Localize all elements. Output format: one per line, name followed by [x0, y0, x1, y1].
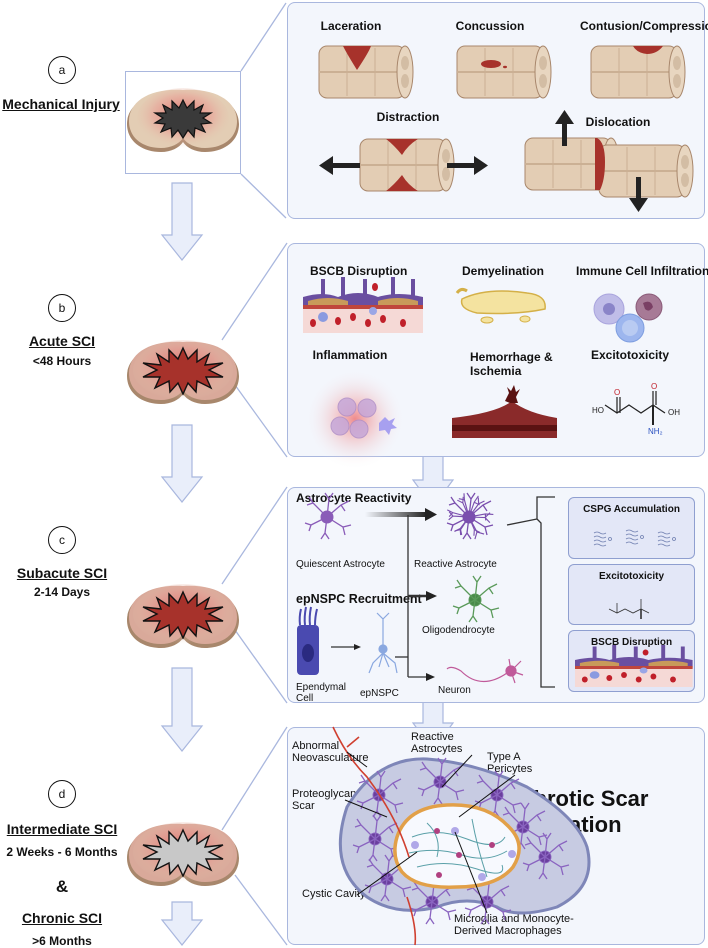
- flow-arrow-d-out: [160, 901, 204, 946]
- label-excitotoxicity: Excitotoxicity: [590, 348, 670, 362]
- glutamate-structure: [604, 391, 666, 425]
- stage-c-subtitle: 2-14 Days: [33, 585, 91, 599]
- stage-a-title: Mechanical Injury: [2, 96, 120, 112]
- force-arrows: [319, 110, 648, 212]
- reactive-astrocyte-cell: [441, 487, 500, 546]
- flow-arrow-b-c: [160, 424, 204, 503]
- label-reactive-astrocyte: Reactive Astrocyte: [414, 559, 497, 570]
- label-inflammation: Inflammation: [312, 348, 388, 362]
- label-concussion: Concussion: [455, 19, 525, 33]
- stage-c-title: Subacute SCI: [16, 565, 108, 581]
- lesion-chronic: [142, 828, 224, 878]
- glutamate-ho: HO: [592, 406, 604, 415]
- label-hemorrhage-ischemia: Hemorrhage & Ischemia: [470, 350, 553, 378]
- cylinder-dislocation-right: [598, 144, 694, 198]
- stage-b-title: Acute SCI: [28, 333, 96, 349]
- label-excitotoxicity-sub: Excitotoxicity: [598, 571, 665, 582]
- annot-type-a-pericytes: Type A Pericytes: [487, 751, 533, 775]
- label-quiescent-astrocyte: Quiescent Astrocyte: [296, 559, 385, 570]
- subpanel-excitotoxicity: Excitotoxicity: [568, 564, 695, 625]
- cylinder-contusion: [590, 45, 686, 99]
- inflammation-graphic: [305, 369, 405, 469]
- subacute-illustrations: [297, 487, 693, 688]
- demyelination-graphic: [455, 287, 546, 324]
- pericyte-border: [393, 803, 521, 889]
- subpanel-cspg-accumulation: CSPG Accumulation: [568, 497, 695, 559]
- label-distraction: Distraction: [376, 110, 440, 124]
- epnspc-cell: [368, 612, 398, 674]
- lesion-acute: [142, 346, 224, 396]
- label-bscb-disruption: BSCB Disruption: [310, 264, 408, 278]
- fibrotic-scar-illustration: [332, 726, 591, 946]
- cord-section-acute: [127, 340, 239, 404]
- lesion-mechanical: [152, 98, 214, 140]
- neuron-cell: [446, 658, 524, 684]
- glutamate-oh: OH: [668, 408, 680, 417]
- excitotoxicity-mini-structure: [608, 598, 650, 620]
- label-demyelination: Demyelination: [461, 264, 545, 278]
- cystic-fibers: [408, 818, 508, 878]
- heading-epnspc-recruitment: epNSPC Recruitment: [296, 592, 422, 606]
- stage-b-badge: b: [48, 294, 76, 322]
- annot-cystic-cavity: Cystic Cavity: [302, 888, 366, 900]
- label-laceration: Laceration: [320, 19, 382, 33]
- cylinder-laceration: [318, 45, 414, 99]
- cord-section-mechanical: [127, 88, 239, 152]
- label-bscb-disruption-sub: BSCB Disruption: [590, 637, 673, 648]
- glutamate-o1: O: [614, 388, 620, 397]
- cylinder-distraction: [359, 138, 455, 192]
- panel-subacute-events: Astrocyte Reactivity epNSPC Recruitment …: [287, 487, 705, 704]
- reactive-astrocyte-bracket: [506, 496, 555, 688]
- label-ependymal-cell: Ependymal Cell: [296, 682, 347, 704]
- flow-arrow-a-b: [160, 182, 204, 261]
- label-contusion-compression: Contusion/Compression: [580, 19, 708, 33]
- label-dislocation: Dislocation: [585, 115, 651, 129]
- stage-c-badge: c: [48, 526, 76, 554]
- stage-d-badge: d: [48, 780, 76, 808]
- stage-a-badge: a: [48, 56, 76, 84]
- annotation-leaders: [344, 751, 516, 914]
- ependymal-cell: [297, 606, 319, 675]
- bscb-disruption-graphic: [303, 277, 423, 333]
- pericyte-stars: [434, 828, 495, 878]
- immune-cells-graphic: [593, 293, 663, 343]
- annot-reactive-astrocytes: Reactive Astrocytes: [411, 731, 463, 755]
- label-neuron: Neuron: [438, 685, 471, 696]
- lesion-subacute: [142, 590, 224, 640]
- annot-proteoglycan-scar: Proteoglycan Scar: [292, 788, 357, 812]
- cspg-graphics: [593, 529, 676, 547]
- label-cspg-accumulation: CSPG Accumulation: [583, 504, 680, 515]
- glutamate-nh2: NH₂: [648, 427, 663, 436]
- stage-d-subtitle2: >6 Months: [32, 934, 92, 948]
- stage-d-title: Intermediate SCI: [6, 821, 118, 837]
- stage-d-subtitle: 2 Weeks - 6 Months: [6, 845, 118, 859]
- epnspc-differentiation-branches: [331, 515, 427, 678]
- flow-arrow-c-d: [160, 667, 204, 752]
- label-epnspc: epNSPC: [360, 688, 399, 699]
- heading-astrocyte-reactivity: Astrocyte Reactivity: [296, 491, 412, 505]
- label-immune-cell-infiltration: Immune Cell Infiltration: [576, 264, 708, 278]
- cord-section-subacute: [127, 584, 239, 648]
- cord-section-chronic: [127, 822, 239, 886]
- arrow-quiescent-to-reactive: [365, 512, 427, 517]
- neovasculature-vessel: [332, 726, 417, 946]
- label-oligodendrocyte: Oligodendrocyte: [422, 625, 495, 636]
- cylinder-concussion: [456, 45, 552, 99]
- stage-d-joiner: &: [55, 877, 69, 896]
- stage-d-title2: Chronic SCI: [21, 910, 103, 926]
- acute-event-illustrations: O O HO OH NH₂: [303, 277, 680, 469]
- injury-diagrams: [318, 45, 694, 212]
- oligodendrocyte-cell: [452, 575, 500, 623]
- stage-b-subtitle: <48 Hours: [32, 354, 92, 368]
- quiescent-astrocyte-cell: [304, 492, 352, 540]
- microglia-cells: [411, 827, 516, 881]
- hemorrhage-graphic: [452, 385, 557, 438]
- glutamate-o2: O: [651, 382, 657, 391]
